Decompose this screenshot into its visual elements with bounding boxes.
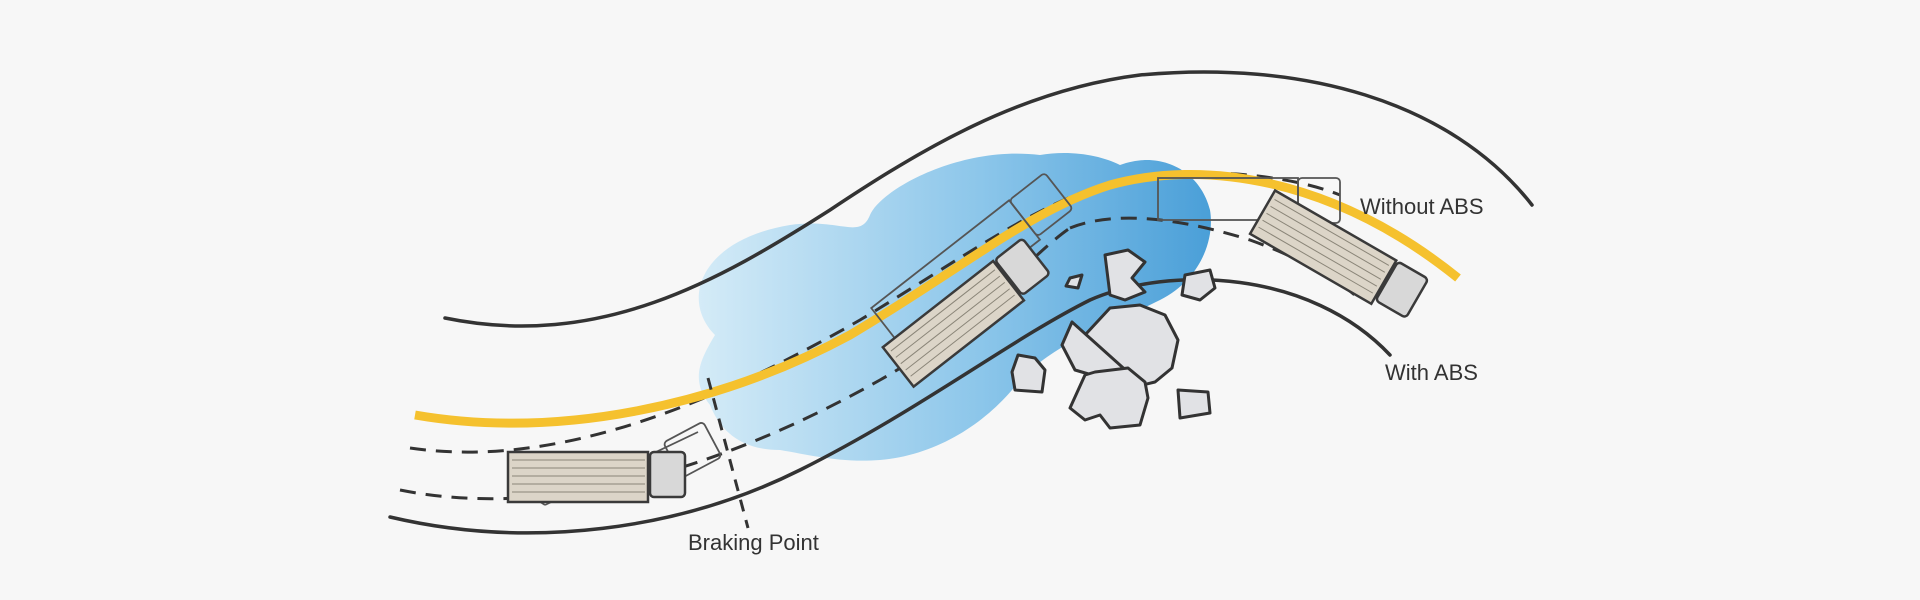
braking-point-label: Braking Point [688,530,819,555]
with-abs-label: With ABS [1385,360,1478,385]
without-abs-path [414,170,1461,428]
truck-braking-point [506,422,722,506]
road-outer-edge [443,70,1534,328]
rocks [1010,248,1217,430]
truck-with-abs [1157,177,1429,318]
dashed-path-with-abs [1069,216,1362,302]
without-abs-label: Without ABS [1360,194,1484,219]
road-inner-edge [388,277,1392,535]
braking-point-marker [706,377,750,529]
truck-on-water [869,173,1073,389]
dashed-path-lower [399,226,1071,501]
